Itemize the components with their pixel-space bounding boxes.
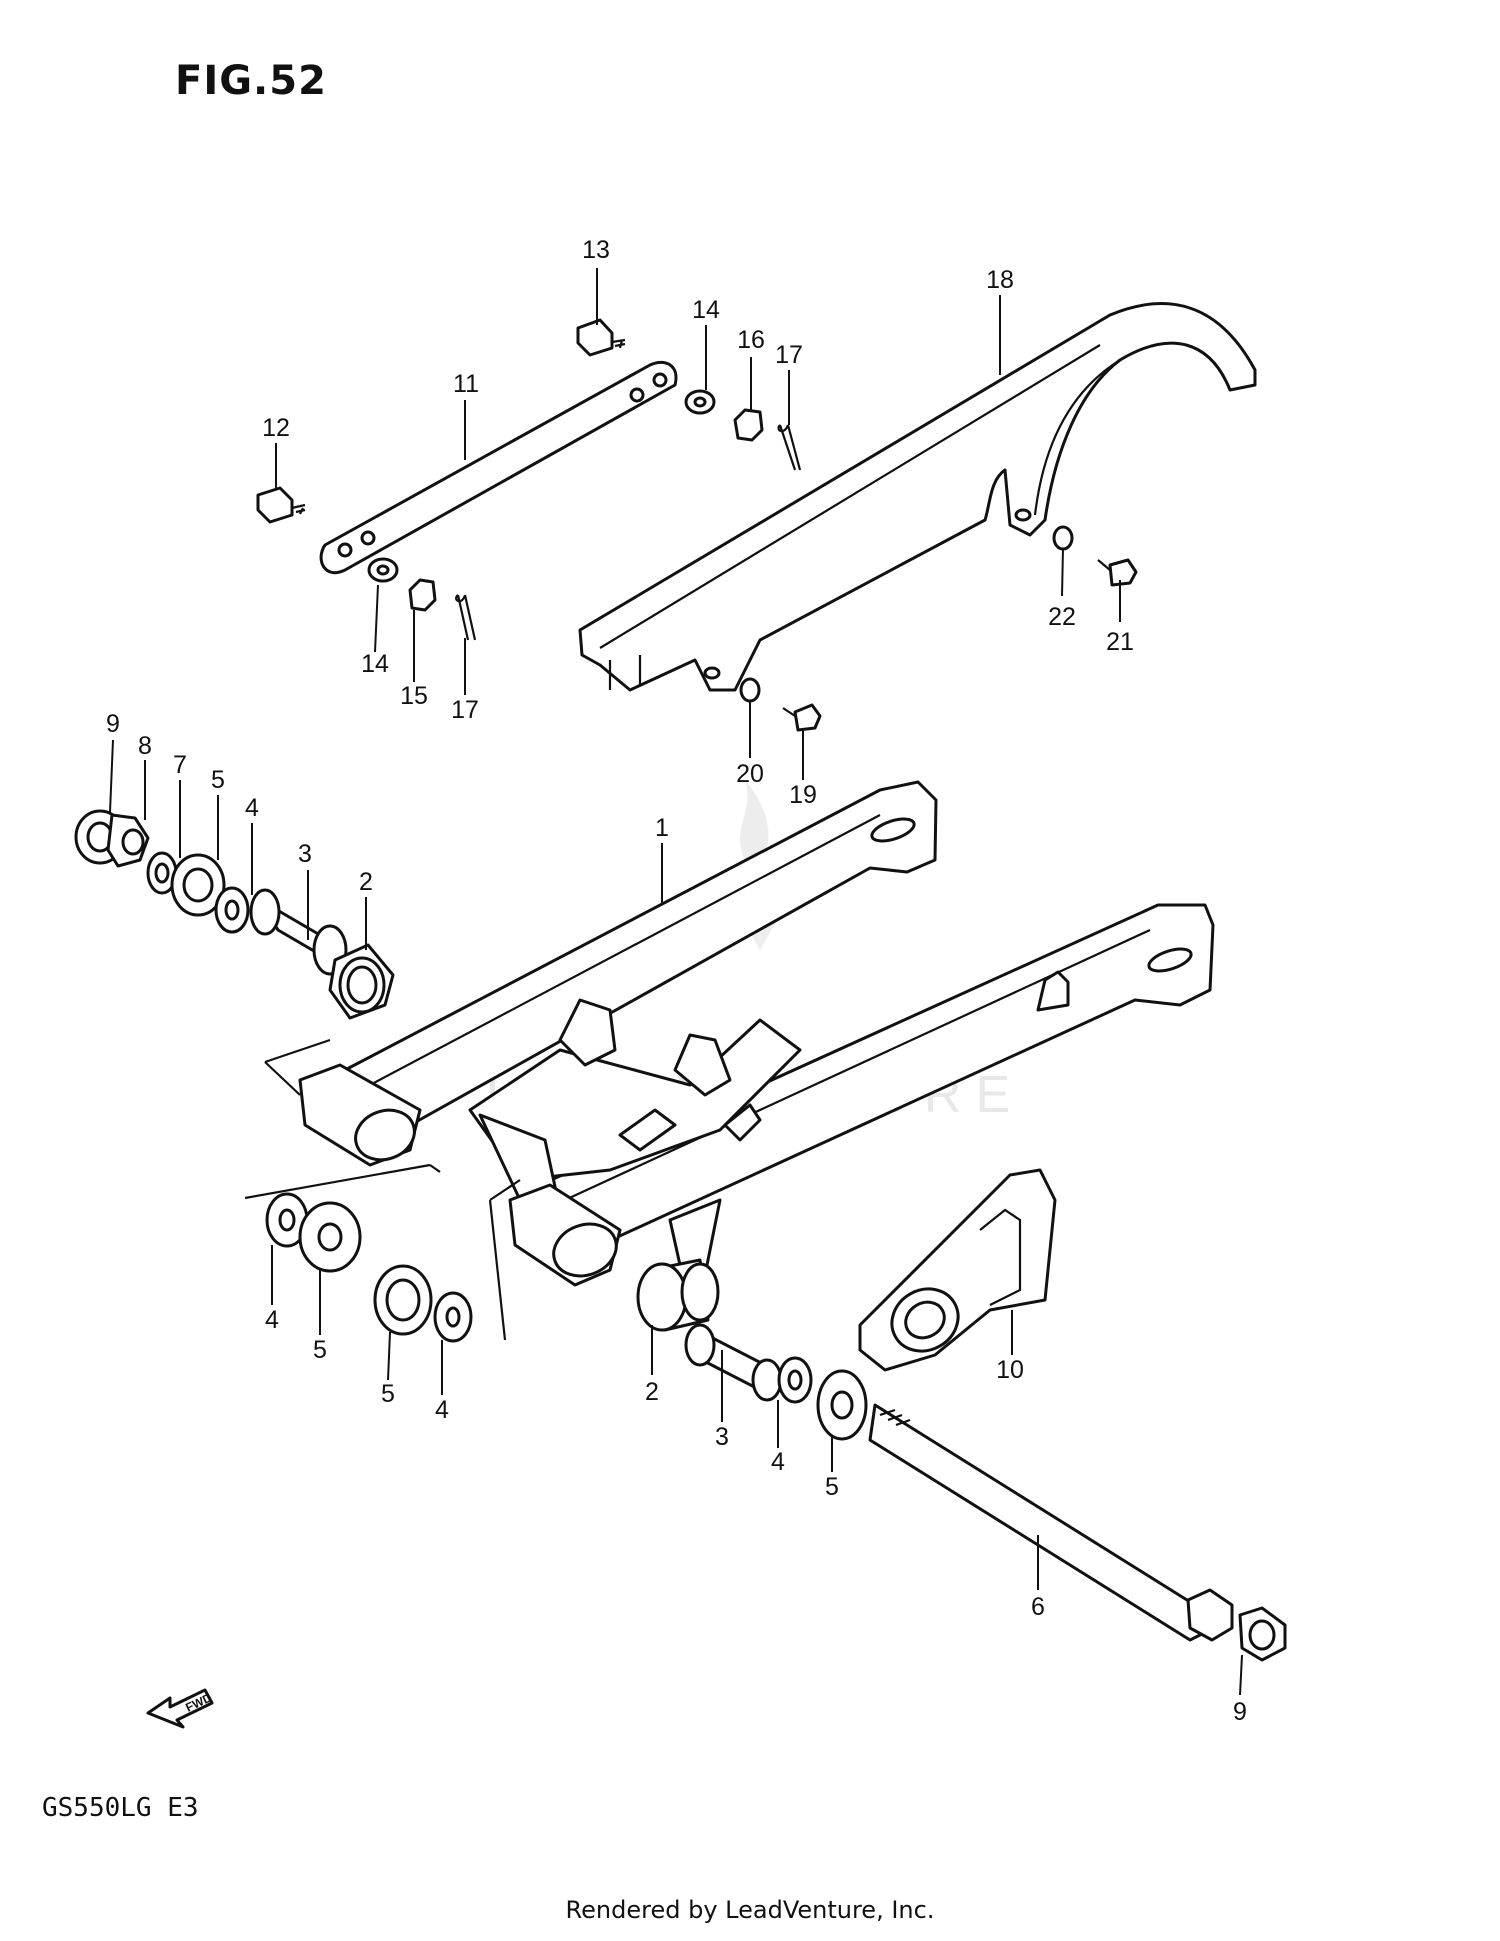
rendered-by-footer: Rendered by LeadVenture, Inc. (565, 1896, 935, 1924)
callout-12: 12 (262, 414, 290, 442)
chain-buffer-part-10 (858, 1168, 1057, 1372)
callout-16: 16 (737, 326, 765, 354)
watermark-flame-icon (740, 780, 769, 865)
figure-title: FIG.52 (175, 58, 327, 104)
callout-17: 17 (451, 696, 479, 724)
callout-numbers: 1 2 3 4 5 7 8 9 11 12 13 14 16 17 14 15 … (106, 236, 1247, 1726)
callout-9: 9 (106, 710, 120, 738)
callout-4: 4 (771, 1448, 785, 1476)
callout-8: 8 (138, 732, 152, 760)
callout-20: 20 (736, 760, 764, 788)
callout-5: 5 (381, 1380, 395, 1408)
callout-2: 2 (645, 1378, 659, 1406)
callout-17: 17 (775, 341, 803, 369)
callout-14: 14 (692, 296, 720, 324)
callout-5: 5 (211, 766, 225, 794)
callout-7: 7 (173, 751, 187, 779)
callout-4: 4 (245, 794, 259, 822)
callout-5: 5 (313, 1336, 327, 1364)
callout-3: 3 (298, 840, 312, 868)
swingarm-part-1 (244, 780, 1215, 1341)
callout-11: 11 (453, 370, 479, 398)
callout-1: 1 (655, 814, 669, 842)
torque-link-part-11 (319, 360, 678, 574)
callout-5: 5 (825, 1473, 839, 1501)
callout-10: 10 (996, 1356, 1024, 1384)
small-hardware (74, 318, 1138, 1441)
callout-18: 18 (986, 266, 1014, 294)
callout-4: 4 (435, 1396, 449, 1424)
callout-15: 15 (400, 682, 428, 710)
callout-14: 14 (361, 650, 389, 678)
callout-2: 2 (359, 868, 373, 896)
callout-4: 4 (265, 1306, 279, 1334)
callout-13: 13 (582, 236, 610, 264)
callout-22: 22 (1048, 603, 1076, 631)
model-code: GS550LG E3 (42, 1793, 199, 1823)
callout-9: 9 (1233, 1698, 1247, 1726)
chain-case-part-18 (578, 302, 1257, 692)
callout-19: 19 (789, 781, 817, 809)
fwd-label: FWD (183, 1690, 214, 1714)
callout-6: 6 (1031, 1593, 1045, 1621)
callout-3: 3 (715, 1423, 729, 1451)
callout-21: 21 (1106, 628, 1134, 656)
leader-lines (109, 268, 1243, 1696)
pivot-shaft-part-6 (868, 1403, 1287, 1662)
fwd-arrow-icon: FWD (146, 1688, 214, 1729)
